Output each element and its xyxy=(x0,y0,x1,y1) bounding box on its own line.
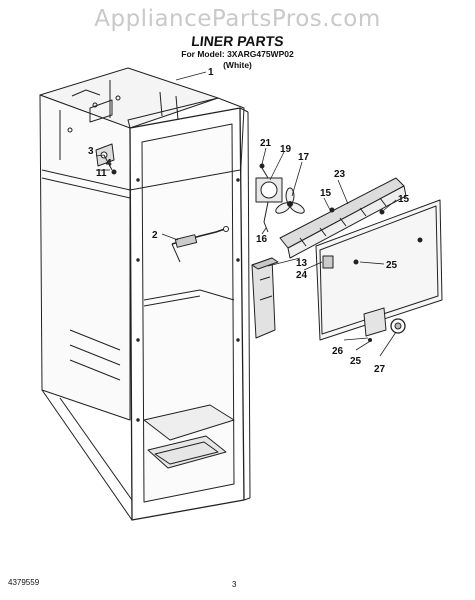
callout-25-lower: 25 xyxy=(350,356,362,367)
document-number: 4379559 xyxy=(8,578,40,587)
bracket-assembly xyxy=(95,143,117,175)
fan-motor-assembly xyxy=(255,163,305,233)
callout-27: 27 xyxy=(374,364,386,375)
callout-21: 21 xyxy=(260,138,272,149)
callout-labels: 1 2 3 4 11 21 19 17 15 23 15 16 13 24 25… xyxy=(88,67,410,375)
fan-shroud xyxy=(279,177,407,259)
control-knob-assembly xyxy=(363,307,406,342)
light-socket-harness xyxy=(171,226,229,263)
leader-lines xyxy=(95,71,397,357)
callout-26: 26 xyxy=(332,346,344,357)
model-line: For Model: 3XARG475WP02 xyxy=(181,49,294,59)
liner-cabinet xyxy=(39,67,251,521)
callout-25-upper: 25 xyxy=(386,260,398,271)
callout-15-right: 15 xyxy=(398,194,410,205)
page-number: 3 xyxy=(232,580,237,589)
callout-11: 11 xyxy=(96,168,107,179)
color-line: (White) xyxy=(223,60,252,70)
callout-2: 2 xyxy=(152,230,158,241)
model-caption: For Model: 3XARG475WP02 (White) xyxy=(0,49,475,71)
callout-23: 23 xyxy=(334,169,346,180)
callout-4: 4 xyxy=(106,158,112,169)
callout-16: 16 xyxy=(256,234,268,245)
air-duct xyxy=(251,257,279,339)
watermark-logo: AppliancePartsPros.com xyxy=(94,6,381,32)
callout-3: 3 xyxy=(88,146,94,157)
callout-19: 19 xyxy=(280,144,292,155)
callout-13: 13 xyxy=(296,258,308,269)
callout-15-upper: 15 xyxy=(320,188,332,199)
rear-panel xyxy=(315,199,443,341)
callout-24: 24 xyxy=(296,270,308,281)
callout-17: 17 xyxy=(298,152,310,163)
callout-1: 1 xyxy=(208,67,214,78)
